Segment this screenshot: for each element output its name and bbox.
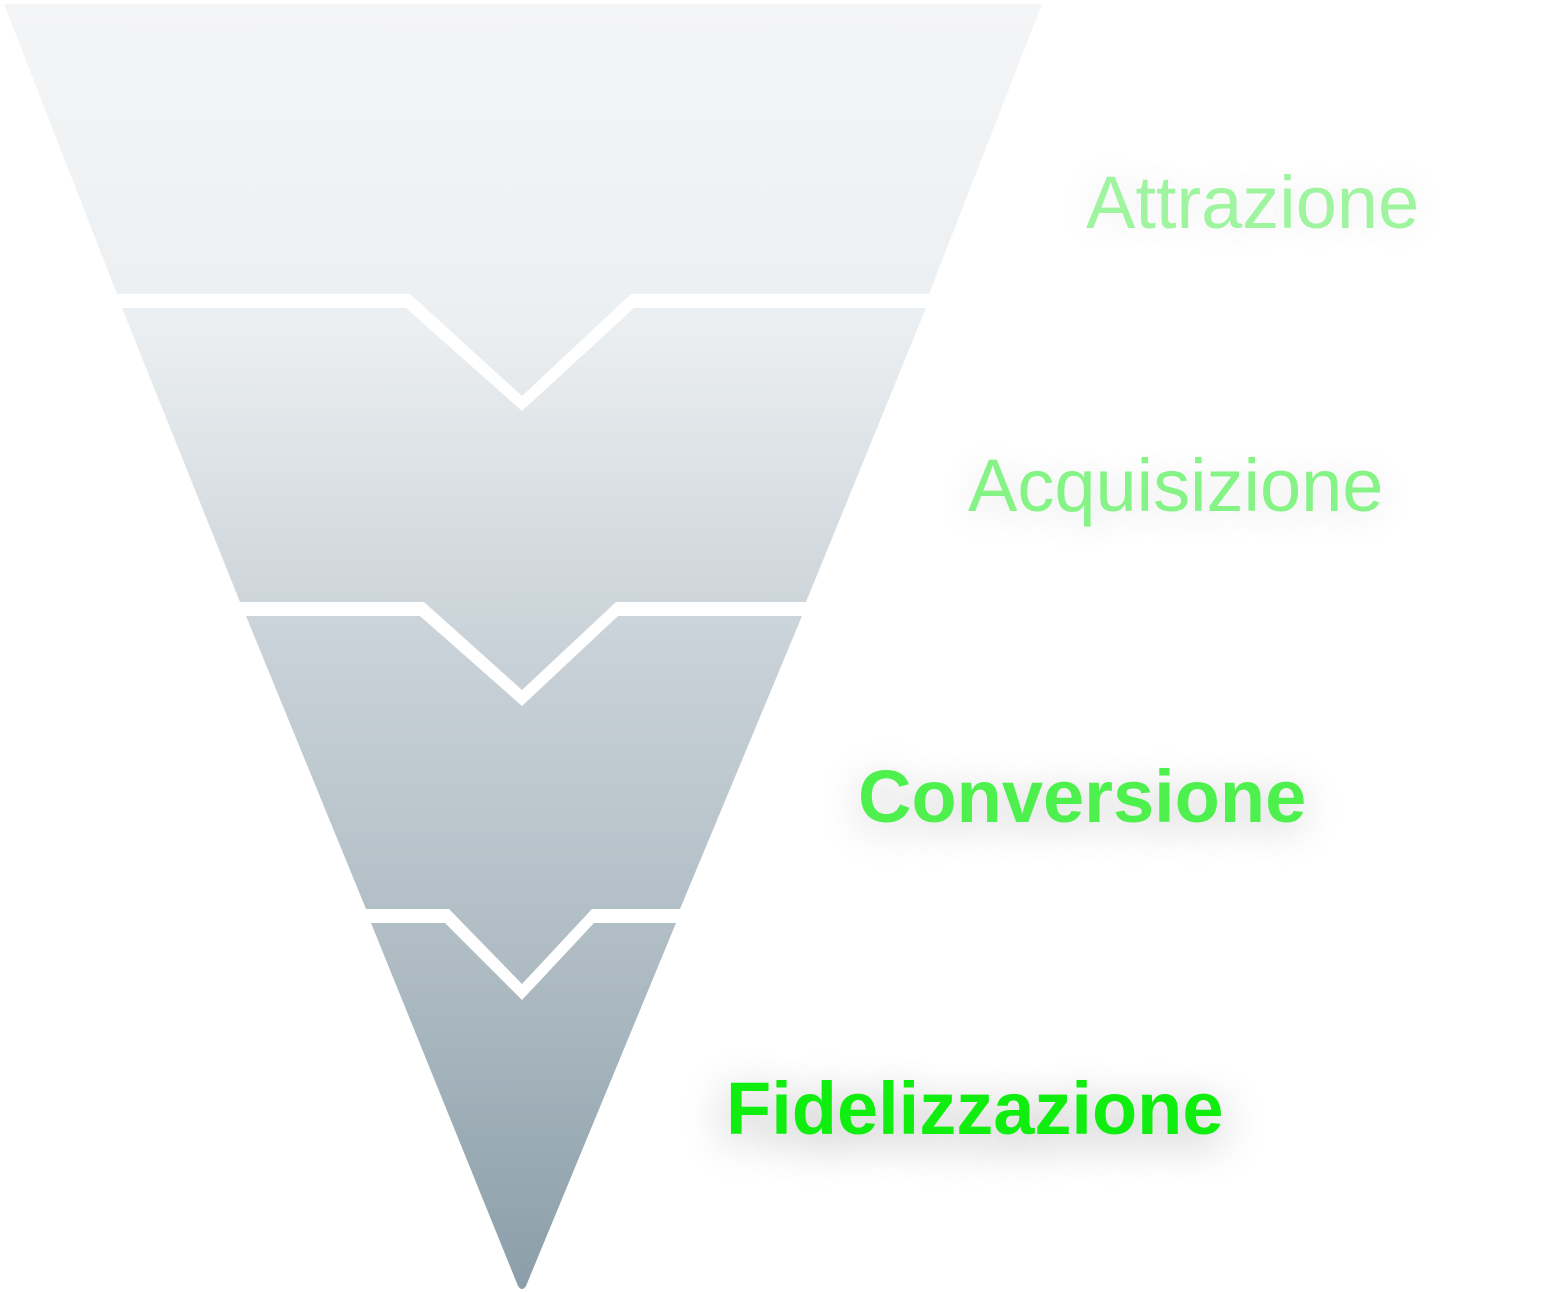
stage-label-conversione: Conversione bbox=[858, 755, 1307, 838]
funnel-stage-fidelizzazione bbox=[371, 923, 676, 1289]
funnel-stage-conversione bbox=[246, 616, 802, 984]
funnel-stage-acquisizione bbox=[122, 308, 926, 690]
stage-label-fidelizzazione: Fidelizzazione bbox=[726, 1067, 1224, 1150]
stage-label-acquisizione: Acquisizione bbox=[968, 444, 1384, 527]
stage-label-attrazione: Attrazione bbox=[1086, 161, 1420, 244]
funnel-stage-attrazione bbox=[4, 4, 1042, 396]
